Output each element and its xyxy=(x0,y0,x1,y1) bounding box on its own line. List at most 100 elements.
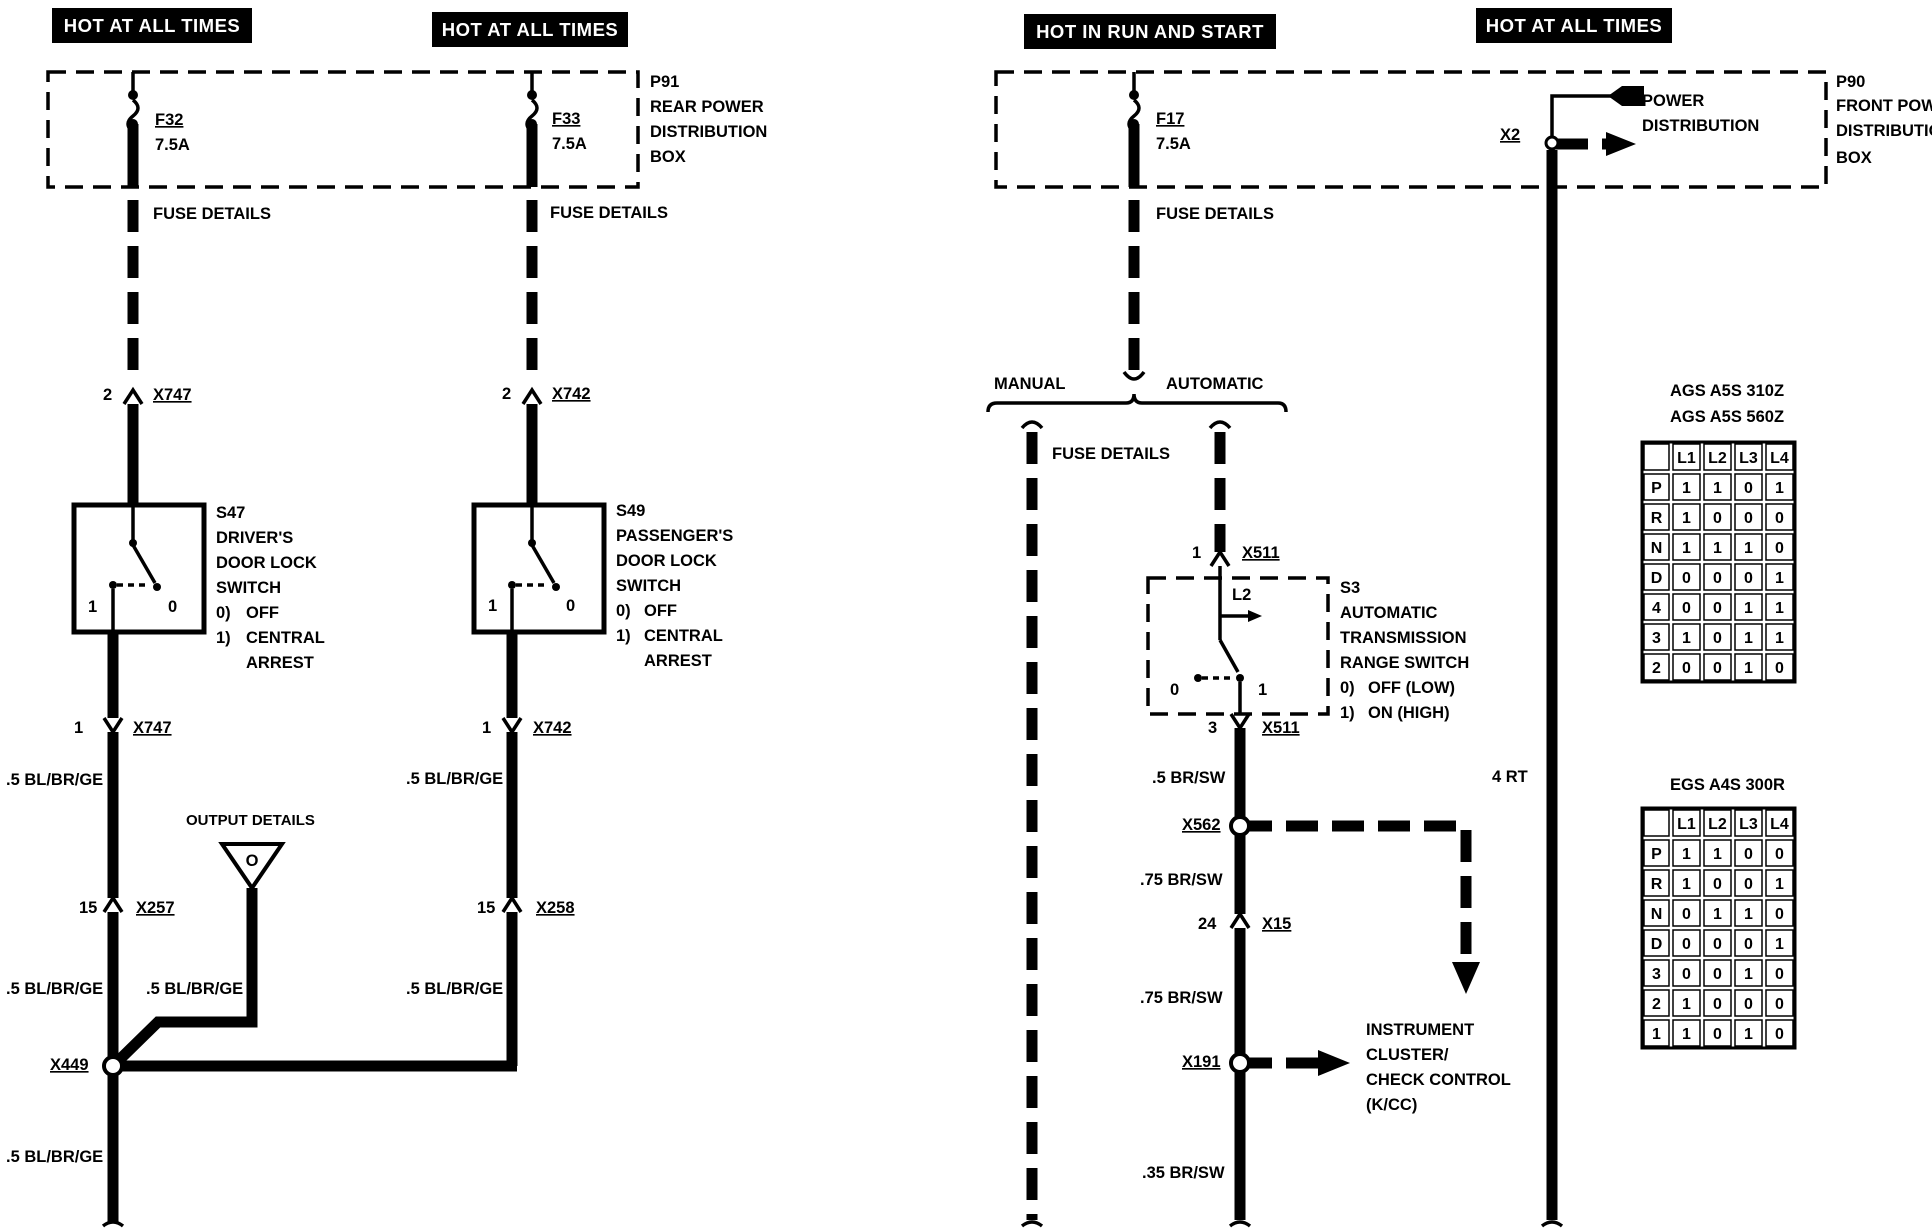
p90-line1: FRONT POWER xyxy=(1836,97,1932,115)
table-egs-cell: 1 xyxy=(1682,996,1691,1013)
table-ags-cell-border xyxy=(1765,653,1794,681)
connector-x511-top xyxy=(1209,548,1231,567)
table-egs-header-cell: L1 xyxy=(1677,816,1696,833)
s3-pos1-label: ON (HIGH) xyxy=(1368,704,1450,722)
s3-line3: RANGE SWITCH xyxy=(1340,654,1469,672)
table-egs-cell-border xyxy=(1672,989,1701,1017)
table-ags-header-cell: L4 xyxy=(1770,450,1789,467)
table-ags-cell-border xyxy=(1734,563,1763,591)
s49-pos1-label2: ARREST xyxy=(644,652,712,670)
s49-pos0-label: OFF xyxy=(644,602,677,620)
table-ags-cell-border xyxy=(1703,593,1732,621)
wire-label-w8: .5 BR/SW xyxy=(1152,769,1226,787)
table-ags-cell-border xyxy=(1765,533,1794,561)
s47-line1: DRIVER'S xyxy=(216,529,293,547)
svg-text:HOT AT ALL TIMES: HOT AT ALL TIMES xyxy=(442,19,619,40)
table-ags-cell: P xyxy=(1651,480,1662,497)
output-details-triangle: O xyxy=(218,842,286,892)
continuation-x2 xyxy=(1540,1220,1564,1228)
table-egs-cell: 0 xyxy=(1744,996,1753,1013)
table-ags-cell-border xyxy=(1765,593,1794,621)
x742-bottom-pin: 1 xyxy=(482,719,491,737)
branch-bracket xyxy=(986,393,1288,413)
table-egs-cell-border xyxy=(1734,869,1763,897)
x562-label: X562 xyxy=(1182,816,1221,834)
x257-pin: 15 xyxy=(79,899,97,917)
table-ags-cell: 1 xyxy=(1775,600,1784,617)
table-egs-cell: 0 xyxy=(1775,1026,1784,1043)
s47-pos1-label: CENTRAL xyxy=(246,629,325,647)
table-ags-title2: AGS A5S 560Z xyxy=(1670,408,1784,426)
s49-pos1-label: CENTRAL xyxy=(644,627,723,645)
table-ags-cell: 2 xyxy=(1652,660,1661,677)
table-ags-cell: 0 xyxy=(1713,660,1722,677)
table-ags-header-cell: L3 xyxy=(1739,450,1758,467)
p90-id: P90 xyxy=(1836,73,1865,91)
header-hot-in-run-and-start: HOT IN RUN AND START xyxy=(1024,14,1276,49)
connector-x258 xyxy=(501,894,523,913)
table-egs-cell-border xyxy=(1643,959,1670,987)
table-ags-cell: 0 xyxy=(1713,570,1722,587)
x15-pin: 24 xyxy=(1198,915,1217,933)
s47-pos0: 0) xyxy=(216,604,231,622)
x742-top-label: X742 xyxy=(552,385,591,403)
table-egs-cell-border xyxy=(1643,929,1670,957)
output-details-symbol: O xyxy=(246,852,259,870)
table-egs-cell-border xyxy=(1672,839,1701,867)
table-egs-cell: 0 xyxy=(1713,996,1722,1013)
table-ags-cell: 1 xyxy=(1682,480,1691,497)
fuse-f32 xyxy=(126,72,140,187)
table-egs-header-cell: L2 xyxy=(1708,816,1727,833)
table-ags-cell-border xyxy=(1703,623,1732,651)
table-ags-cell-border xyxy=(1672,653,1701,681)
wire-label-w5: .5 BL/BR/GE xyxy=(406,980,503,998)
table-ags-cell: 1 xyxy=(1775,630,1784,647)
table-ags-cell: 1 xyxy=(1775,570,1784,587)
svg-text:HOT IN RUN AND START: HOT IN RUN AND START xyxy=(1036,21,1264,42)
table-egs-cell: 1 xyxy=(1744,966,1753,983)
table-egs-cell: 1 xyxy=(1744,906,1753,923)
table-egs-cell-border xyxy=(1672,1019,1701,1047)
table-ags-cell: 1 xyxy=(1744,660,1753,677)
table-ags-cell-border xyxy=(1765,473,1794,501)
table-egs-cell: 0 xyxy=(1713,1026,1722,1043)
table-ags-cell-border xyxy=(1734,473,1763,501)
table-ags-cell-border xyxy=(1672,623,1701,651)
table-egs-cell: 1 xyxy=(1682,876,1691,893)
instrument-cluster-line4: (K/CC) xyxy=(1366,1096,1417,1114)
table-ags-cell-border xyxy=(1643,653,1670,681)
wire-label-w6: .5 BL/BR/GE xyxy=(6,1148,103,1166)
table-egs-cell: 0 xyxy=(1713,936,1722,953)
s3-id: S3 xyxy=(1340,579,1360,597)
p90-line3: BOX xyxy=(1836,149,1872,167)
table-egs-cell: 0 xyxy=(1775,996,1784,1013)
table-egs-cell-border xyxy=(1703,869,1732,897)
x747-top-label: X747 xyxy=(153,386,192,404)
table-egs-cell: 1 xyxy=(1652,1026,1661,1043)
table-ags-cell-border xyxy=(1672,443,1701,471)
table-ags-title1: AGS A5S 310Z xyxy=(1670,382,1784,400)
arrow-down-instrument xyxy=(1452,962,1480,994)
s47-line2: DOOR LOCK xyxy=(216,554,317,572)
x15-label: X15 xyxy=(1262,915,1291,933)
table-ags-cell: 1 xyxy=(1682,510,1691,527)
connector-x742-top xyxy=(521,386,543,405)
table-ags-cell-border xyxy=(1703,533,1732,561)
f17-branch-tick xyxy=(1122,370,1146,381)
s3-term1: 1 xyxy=(1258,681,1267,699)
table-egs-cell: 1 xyxy=(1713,906,1722,923)
table-ags-cell-border xyxy=(1703,563,1732,591)
table-ags-cell-border xyxy=(1703,653,1732,681)
table-ags-cell-border xyxy=(1765,443,1794,471)
manual-branch-tick xyxy=(1020,420,1044,430)
table-egs-border xyxy=(1640,806,1797,1050)
wire-label-w3: .5 BL/BR/GE xyxy=(6,980,103,998)
wire-output-to-x449 xyxy=(109,888,258,1070)
splice-x449 xyxy=(102,1055,124,1077)
table-egs-cell-border xyxy=(1734,929,1763,957)
s3-term0: 0 xyxy=(1170,681,1179,699)
table-egs-cell: D xyxy=(1651,936,1663,953)
table-egs-cell-border xyxy=(1643,809,1670,837)
table-ags-cell: 0 xyxy=(1744,480,1753,497)
